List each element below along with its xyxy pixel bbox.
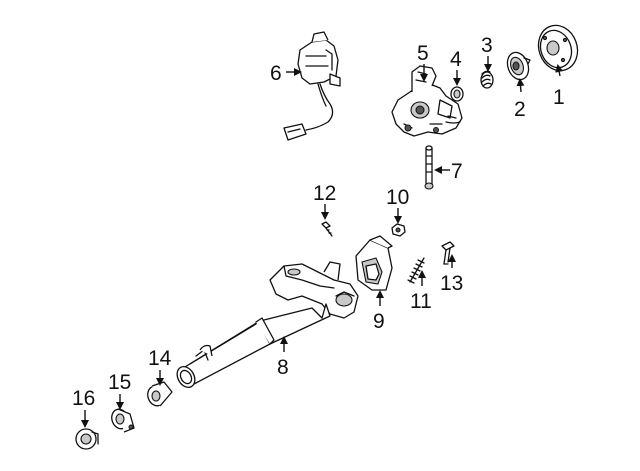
part-5-lock-housing bbox=[391, 65, 463, 137]
part-2-bearing bbox=[506, 51, 531, 81]
callout-1-leader bbox=[555, 64, 564, 77]
callout-14-label: 14 bbox=[148, 347, 172, 370]
callout-2-leader bbox=[516, 78, 525, 93]
callout-8-label: 8 bbox=[277, 356, 289, 379]
part-11-stud bbox=[407, 257, 425, 284]
part-15-sleeve bbox=[111, 408, 135, 433]
callout-15-label: 15 bbox=[108, 371, 131, 394]
part-9-bracket bbox=[355, 235, 393, 291]
part-3-spring bbox=[480, 70, 494, 89]
callout-11-label: 11 bbox=[410, 290, 432, 313]
callout-1-label: 1 bbox=[553, 86, 565, 109]
part-8-column-jacket bbox=[176, 261, 359, 388]
callout-10-label: 10 bbox=[386, 186, 409, 209]
part-16-bearing bbox=[75, 428, 99, 450]
callout-2-label: 2 bbox=[514, 98, 526, 121]
callout-12-label: 12 bbox=[313, 182, 336, 205]
part-10-nut bbox=[391, 223, 406, 237]
part-1-plate bbox=[537, 24, 579, 72]
callout-16-label: 16 bbox=[72, 387, 95, 410]
part-6-switch-wiring bbox=[283, 31, 341, 141]
callout-4-label: 4 bbox=[450, 48, 462, 71]
part-14-bushing bbox=[147, 381, 173, 407]
callout-13-label: 13 bbox=[440, 272, 463, 295]
callout-6-label: 6 bbox=[270, 62, 282, 85]
callout-5-label: 5 bbox=[417, 42, 429, 65]
part-12-screw bbox=[321, 221, 333, 237]
callout-9-label: 9 bbox=[373, 310, 385, 333]
callout-3-label: 3 bbox=[481, 34, 493, 57]
part-7-pin bbox=[424, 145, 434, 190]
callout-7-label: 7 bbox=[451, 160, 463, 183]
part-4-cap bbox=[450, 86, 464, 102]
